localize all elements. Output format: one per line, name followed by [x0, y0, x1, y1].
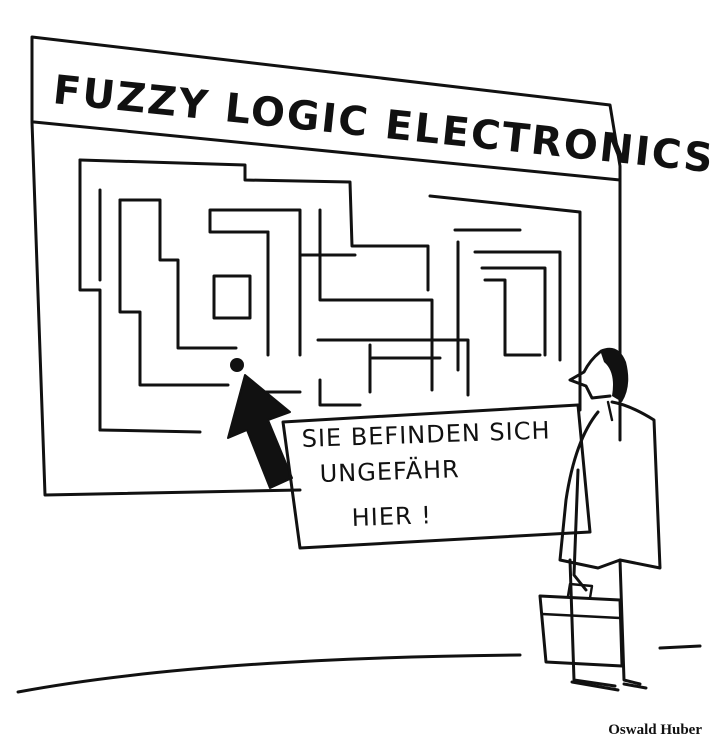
- note-line-1: SIE BEFINDEN SICH: [301, 416, 551, 453]
- sign-title: FUZZY LOGIC ELECTRONICS: [51, 67, 712, 182]
- note-card: [281, 403, 592, 550]
- man-hair: [600, 347, 629, 402]
- briefcase: [538, 582, 624, 668]
- man-head: [568, 350, 612, 400]
- man-coat: [558, 400, 662, 570]
- ground-line: [16, 644, 702, 694]
- maze: [78, 158, 582, 434]
- sign-board: [30, 35, 622, 497]
- sign-header-divider: [32, 120, 622, 182]
- man-figure: [558, 347, 662, 692]
- pointer-arrow: [227, 374, 293, 489]
- note-line-3: HIER !: [351, 501, 432, 532]
- artist-signature: Oswald Huber: [608, 722, 702, 738]
- note-line-2: UNGEFÄHR: [319, 454, 460, 488]
- location-dot: [230, 358, 244, 372]
